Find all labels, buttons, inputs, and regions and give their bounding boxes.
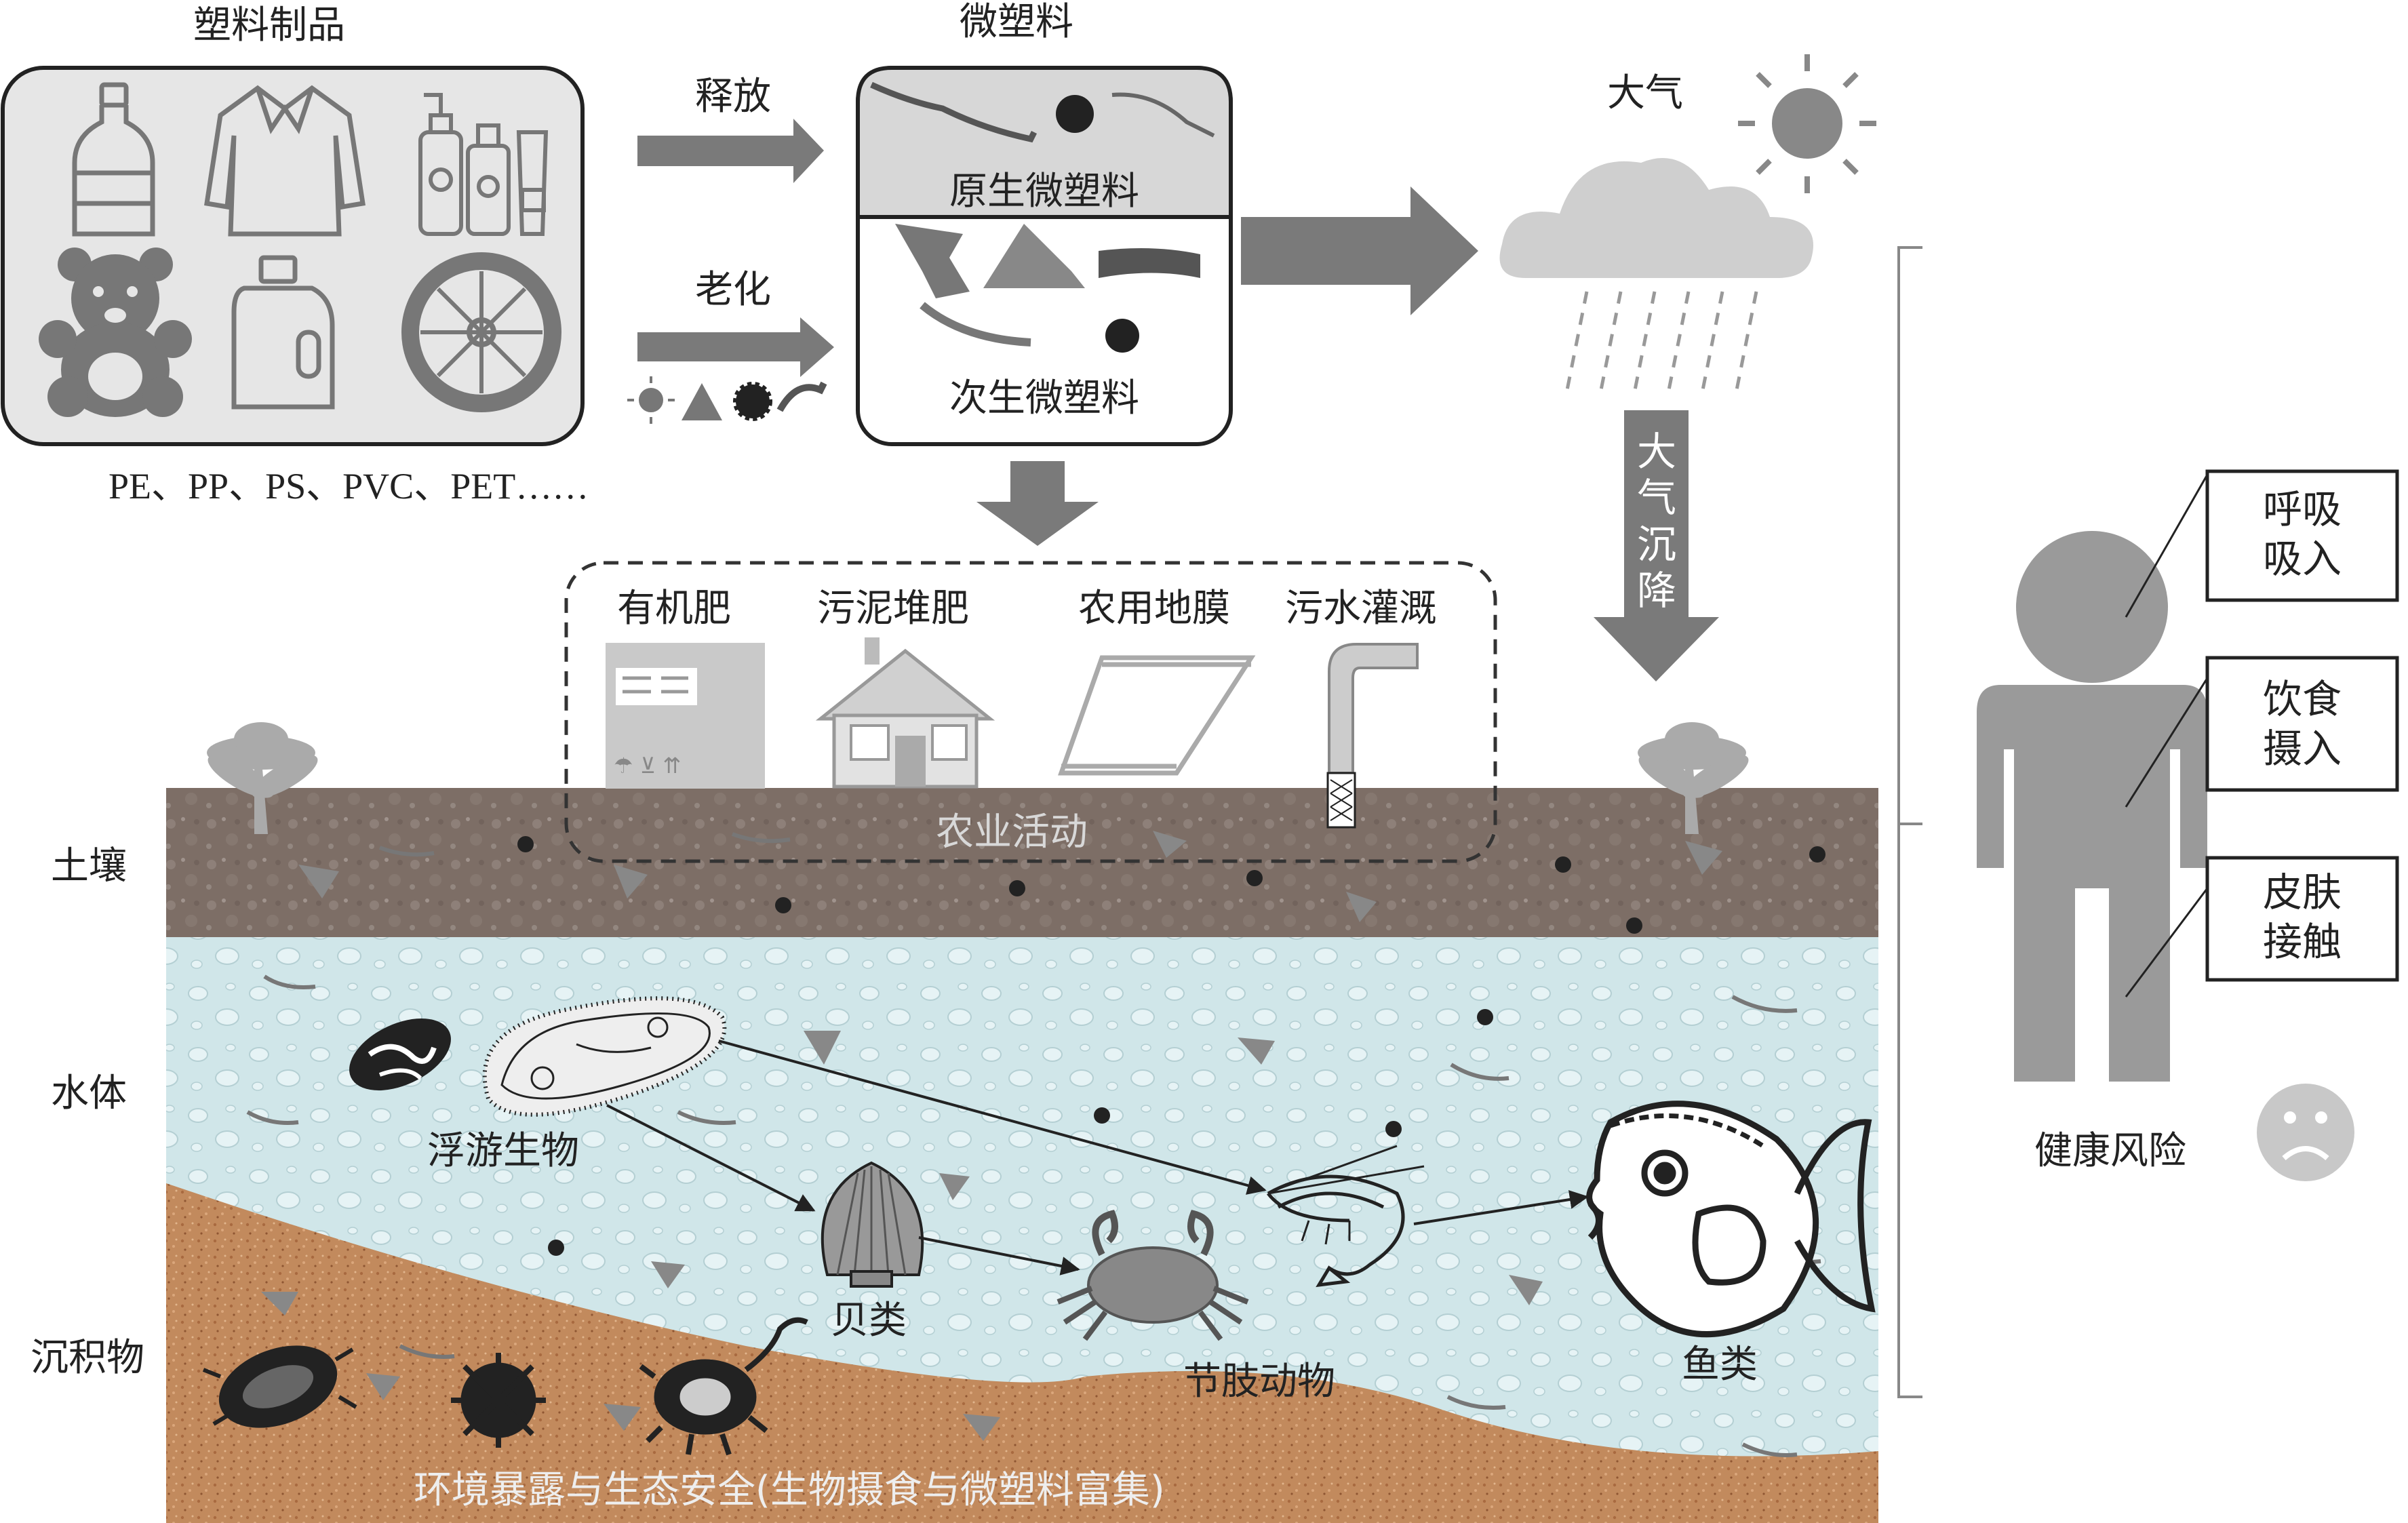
- fragment-small-icon: [776, 381, 827, 412]
- microplastics-title: 微塑料: [960, 0, 1073, 44]
- bead-icon: [1056, 95, 1094, 133]
- sad-face-icon: [2257, 1084, 2354, 1181]
- primary-mp-label: 原生微塑料: [949, 170, 1139, 214]
- release-arrow: [637, 119, 824, 183]
- palm-tree-icon: [207, 722, 318, 834]
- bead-secondary-icon: [1105, 319, 1139, 353]
- skin-box: [2205, 856, 2399, 982]
- arthropods-label: 节肢动物: [1183, 1360, 1335, 1404]
- fertilizer-box-icon: ☂ ⊻ ⇈: [606, 643, 765, 789]
- sludge-compost-label: 污泥堆肥: [817, 587, 969, 631]
- tire-icon: [401, 252, 561, 412]
- skin-line2: 接触: [2262, 918, 2342, 965]
- to-atmosphere-arrow: [1241, 186, 1478, 315]
- health-risk-label: 健康风险: [2034, 1129, 2186, 1173]
- organic-fertilizer-label: 有机肥: [617, 587, 731, 631]
- particles: [517, 836, 1825, 1256]
- cloud-rain-icon: [1499, 158, 1813, 394]
- shell-icon: [821, 1161, 924, 1288]
- house-icon: [815, 637, 995, 789]
- food-web-arrows: [606, 1040, 1589, 1275]
- bottle-icon: [72, 82, 155, 237]
- skin-text: 皮肤 接触: [2207, 868, 2397, 966]
- agri-activity-box: [564, 561, 1497, 863]
- svg-text:☂ ⊻ ⇈: ☂ ⊻ ⇈: [614, 753, 681, 778]
- soil-layer: [166, 788, 1878, 937]
- dietary-line2: 摄入: [2262, 725, 2342, 772]
- plankton-label: 浮游生物: [427, 1129, 579, 1173]
- water-label: 水体: [51, 1071, 127, 1115]
- film-fragment-icon: [1099, 248, 1200, 278]
- respiratory-line1: 呼吸: [2262, 486, 2342, 532]
- crab-icon: [1057, 1210, 1249, 1341]
- dietary-text: 饮食 摄入: [2207, 675, 2397, 773]
- atmospheric-deposition-label: 大气沉降: [1636, 429, 1676, 614]
- down-to-agri-arrow: [976, 461, 1099, 546]
- shirt-icon: [204, 85, 366, 237]
- polymer-types: PE、PP、PS、PVC、PET……: [108, 466, 589, 507]
- powder-icon: [983, 224, 1085, 288]
- fish-icon: [1586, 1101, 1876, 1338]
- filament-icon: [1111, 92, 1215, 138]
- dietary-line1: 饮食: [2262, 676, 2342, 722]
- pipe-icon: [1326, 643, 1419, 829]
- bracket: [1897, 246, 1922, 1398]
- plankton-icon: [349, 996, 727, 1117]
- detergent-icon: [231, 255, 335, 410]
- exposure-eco-label: 环境暴露与生态安全(生物摄食与微塑料富集): [414, 1468, 1165, 1512]
- fibers: [246, 832, 1821, 1457]
- dietary-box: [2205, 656, 2399, 792]
- shellfish-label: 贝类: [831, 1299, 907, 1343]
- respiratory-line2: 吸入: [2262, 535, 2342, 582]
- deposition-arrow: [1594, 410, 1719, 681]
- teddy-bear-icon: [39, 248, 192, 417]
- sun-small-icon: [627, 376, 675, 424]
- agri-activity-label: 农业活动: [936, 810, 1088, 854]
- soil-label: 土壤: [51, 844, 127, 888]
- respiratory-box: [2205, 469, 2399, 602]
- sun-icon: [1738, 54, 1876, 193]
- fragment-icon: [895, 224, 970, 298]
- release-label: 释放: [695, 75, 771, 119]
- cosmetics-icon: [418, 93, 549, 236]
- human-icon: [1977, 531, 2207, 1082]
- palm-tree-icon: [1638, 722, 1749, 834]
- sewage-irrigation-label: 污水灌溉: [1285, 587, 1437, 631]
- skin-line1: 皮肤: [2262, 869, 2342, 915]
- sediment-layer: [166, 1183, 1878, 1523]
- plastic-products-title: 塑料制品: [193, 3, 345, 47]
- respiratory-text: 呼吸 吸入: [2207, 485, 2397, 583]
- fiber-secondary-icon: [920, 302, 1031, 347]
- atmosphere-label: 大气: [1607, 71, 1683, 115]
- fiber-icon: [870, 81, 1038, 143]
- warning-icon: [682, 383, 722, 420]
- bacteria-icon: [202, 1317, 808, 1456]
- secondary-mp-label: 次生微塑料: [949, 376, 1139, 420]
- microbe-small-icon: [733, 382, 772, 421]
- film-icon: [1058, 655, 1256, 776]
- shrimp-icon: [1267, 1145, 1425, 1288]
- fish-label: 鱼类: [1682, 1343, 1758, 1387]
- aging-label: 老化: [695, 268, 771, 312]
- sediment-label: 沉积物: [31, 1336, 144, 1380]
- aging-arrow: [637, 317, 834, 377]
- agri-film-label: 农用地膜: [1078, 587, 1230, 631]
- fragments: [261, 831, 1722, 1441]
- primary-mp-section: [856, 66, 1233, 219]
